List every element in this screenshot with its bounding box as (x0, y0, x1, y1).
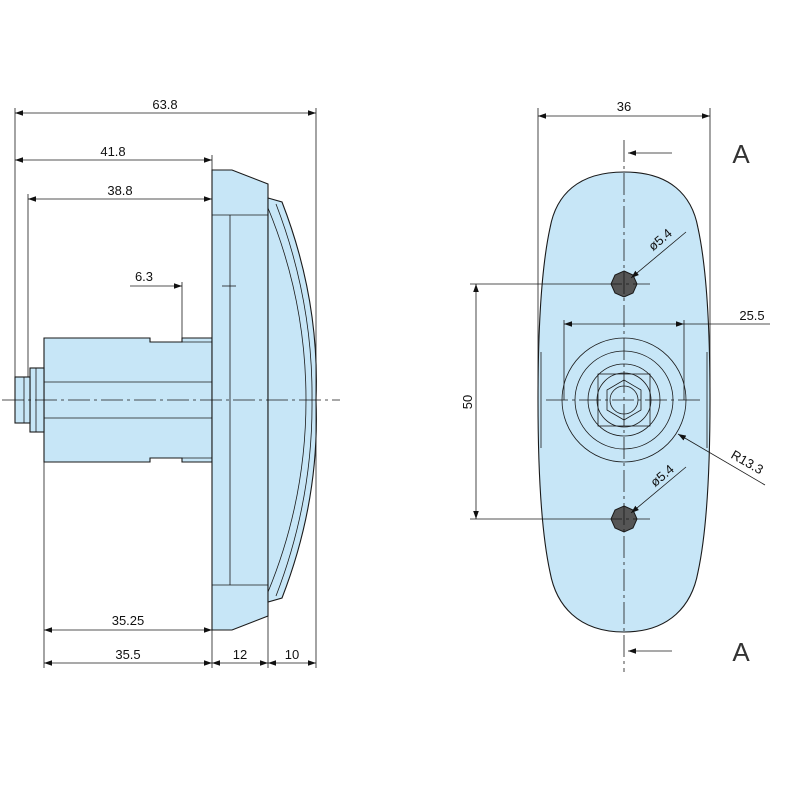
dim-radius-leader (677, 433, 766, 486)
dim-barrel-text: 35.5 (115, 647, 140, 662)
dim-bore-text: 25.5 (739, 308, 764, 323)
section-label-top: A (732, 139, 750, 169)
dim-overall-text: 63.8 (152, 97, 177, 112)
dim-shell-text: 38.8 (107, 183, 132, 198)
dim-radius-text: R13.3 (728, 447, 766, 477)
dim-hole-bottom-leader (630, 466, 687, 514)
dim-flange-depth-text: 12 (233, 647, 247, 662)
front-view: A A 36 50 25.5 R13.3 ø5.4 ø5.4 (460, 99, 770, 672)
dim-hole-spacing-text: 50 (460, 395, 475, 409)
dim-barrel-flange-text: 35.25 (112, 613, 145, 628)
dim-flange-text: 41.8 (100, 144, 125, 159)
front-body (537, 171, 711, 633)
section-label-bottom: A (732, 637, 750, 667)
dim-hole-top-leader (630, 231, 687, 279)
dim-slot-text: 6.3 (135, 269, 153, 284)
side-view: 63.8 41.8 38.8 6.3 35.25 35.5 12 10 (2, 97, 340, 668)
dim-width-text: 36 (617, 99, 631, 114)
dim-cap-depth-text: 10 (285, 647, 299, 662)
